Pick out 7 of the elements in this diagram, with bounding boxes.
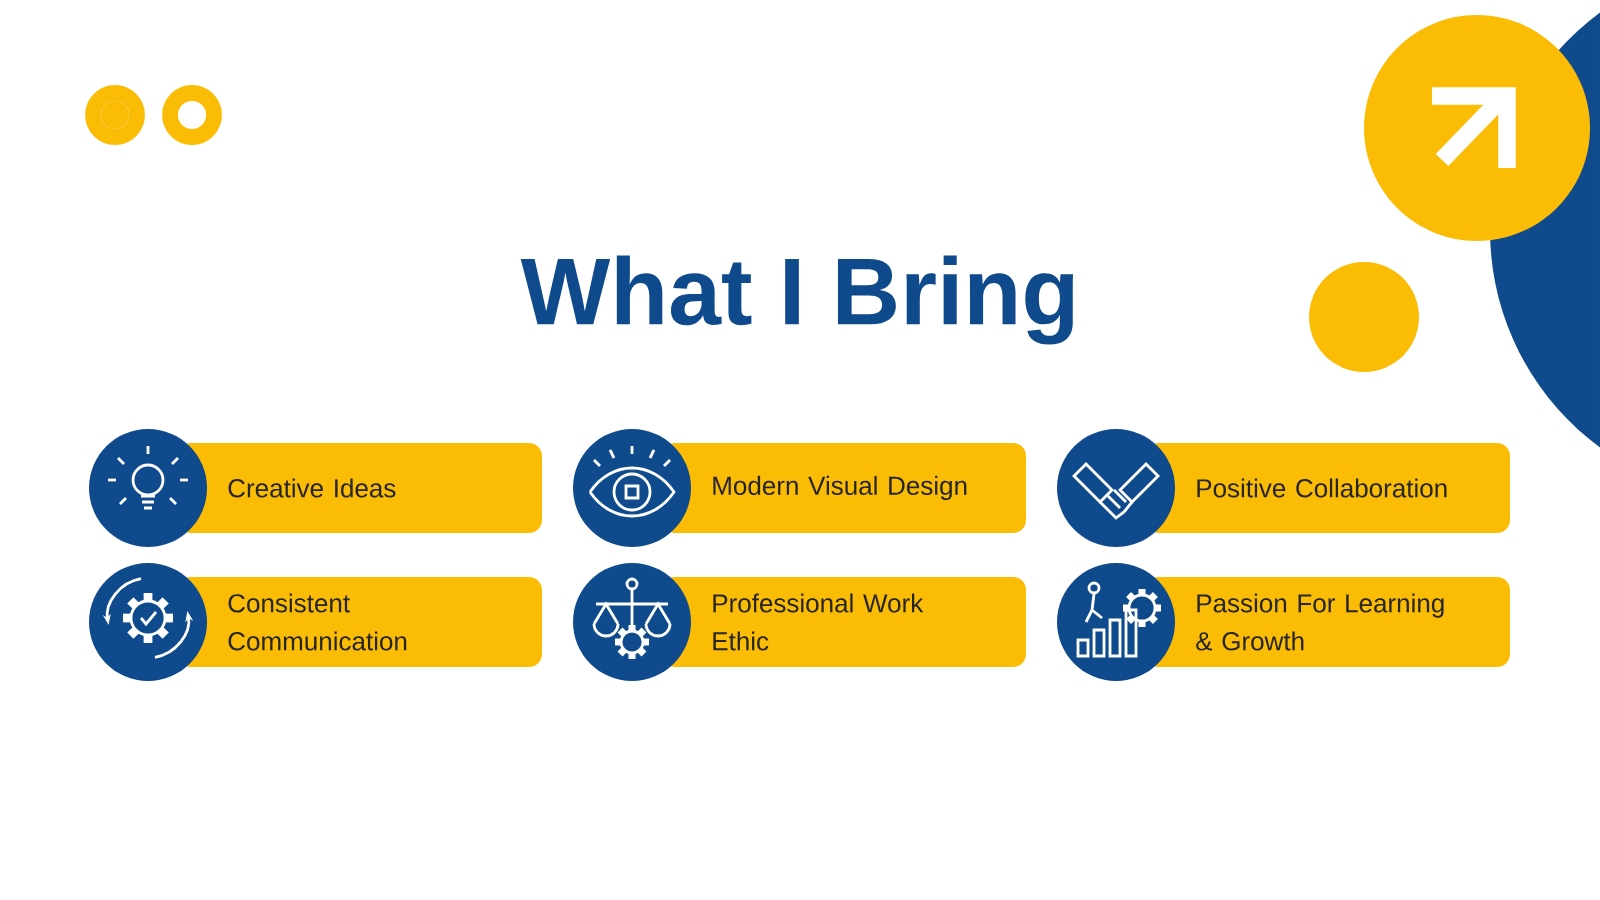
feature-card: Creative Ideas [89,429,542,547]
feature-card: Professional Work Ethic [573,563,1026,681]
feature-card: Positive Collaboration [1057,429,1510,547]
feature-card: Modern Visual Design [573,429,1026,547]
feature-card: Passion For Learning & Growth [1057,563,1510,681]
title: What I Bring [520,255,1074,345]
feature-card: Consistent Communication [89,563,542,681]
